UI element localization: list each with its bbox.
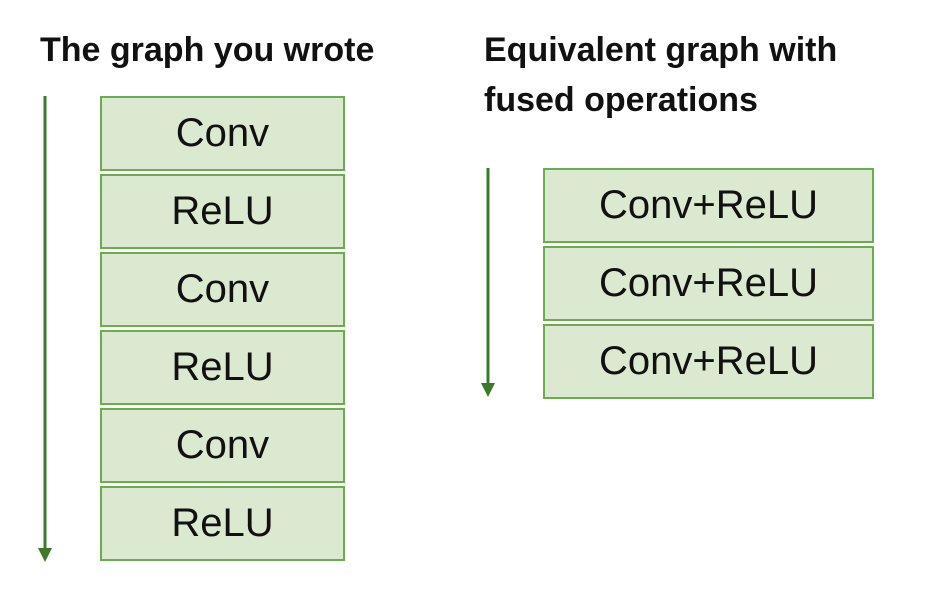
op-node-conv-relu: Conv+ReLU (543, 246, 874, 321)
op-node-relu: ReLU (100, 174, 345, 249)
unfused-graph-title: The graph you wrote (40, 31, 375, 69)
op-node-conv: Conv (100, 96, 345, 171)
op-node-conv-relu: Conv+ReLU (543, 168, 874, 243)
unfused-ops-stack: Conv ReLU Conv ReLU Conv ReLU (100, 96, 345, 561)
op-node-relu: ReLU (100, 330, 345, 405)
execution-order-arrow-icon (481, 168, 495, 397)
fused-graph-title-emphasis: fused operations (484, 81, 758, 119)
op-node-conv: Conv (100, 408, 345, 483)
fused-ops-stack: Conv+ReLU Conv+ReLU Conv+ReLU (543, 168, 874, 399)
op-node-relu: ReLU (100, 486, 345, 561)
op-node-conv-relu: Conv+ReLU (543, 324, 874, 399)
fused-graph-title: Equivalent graph with (484, 31, 838, 69)
op-node-conv: Conv (100, 252, 345, 327)
execution-order-arrow-icon (38, 96, 52, 562)
